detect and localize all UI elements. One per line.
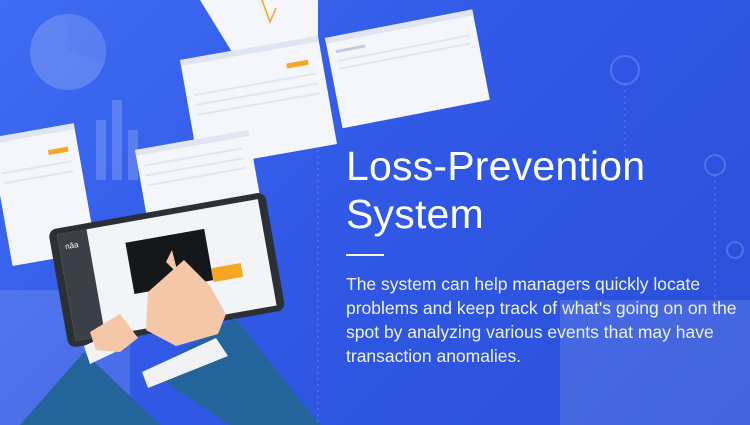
text-block: Loss-Prevention System The system can he… bbox=[346, 142, 738, 368]
floating-window-right bbox=[325, 9, 490, 129]
background-decoration bbox=[30, 14, 744, 259]
description: The system can help managers quickly loc… bbox=[346, 274, 737, 366]
arm-right bbox=[142, 250, 320, 425]
arm-left bbox=[20, 314, 160, 425]
divider bbox=[346, 254, 384, 256]
headline: Loss-Prevention System bbox=[346, 143, 646, 237]
tablet-logo: năa bbox=[64, 240, 79, 251]
